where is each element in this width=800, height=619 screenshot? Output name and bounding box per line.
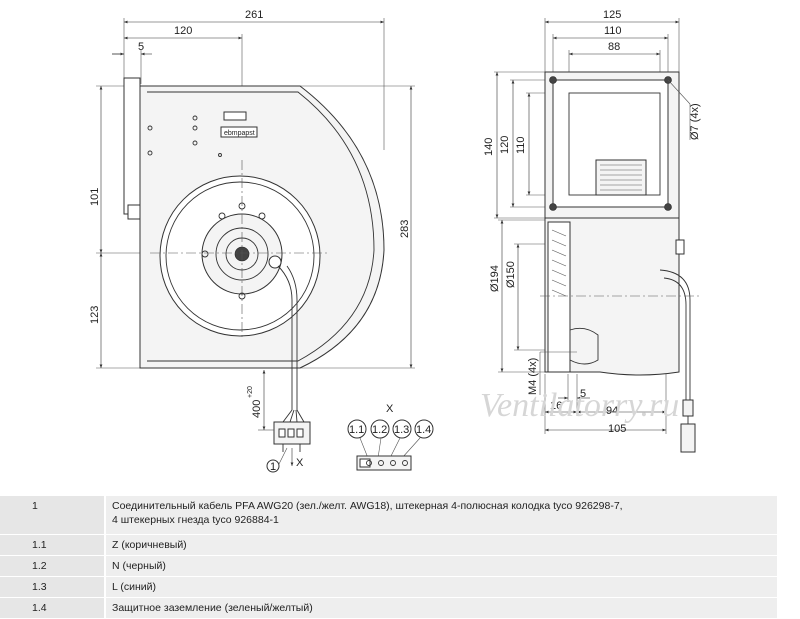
side-plug [680, 423, 696, 453]
dim-120-side: 120 [499, 136, 511, 154]
brand-plate [220, 126, 258, 138]
dim-d150: Ø150 [505, 261, 517, 288]
dim-105: 105 [608, 423, 626, 435]
pin-callout-3: 1.3 [389, 419, 412, 459]
legend-row: 1.1 Z (коричневый) [0, 534, 777, 556]
dim-16: 16 [550, 400, 562, 412]
dim-110-top: 110 [604, 25, 622, 37]
front-view: ebmpapst X [89, 9, 415, 473]
dim-cable-length: 400 [251, 400, 263, 418]
dim-hole-7: Ø7 (4x) [689, 103, 701, 140]
dim-94: 94 [606, 405, 618, 417]
pin-callout-2: 1.2 [370, 419, 390, 459]
watermark: Ventilatorry.ru [480, 387, 679, 424]
dim-cable-tolerance: +20 [247, 386, 254, 398]
legend-key: 1 [0, 496, 106, 535]
legend-value: Соединительный кабель PFA AWG20 (зел./же… [105, 496, 777, 535]
svg-text:1.4: 1.4 [416, 424, 431, 436]
legend-key: 1.1 [0, 534, 106, 556]
connector-view-label: X [386, 403, 394, 415]
dim-261: 261 [245, 9, 263, 21]
legend-table: 1 Соединительный кабель PFA AWG20 (зел./… [0, 496, 777, 619]
dim-101: 101 [89, 188, 101, 206]
callout-bubble [266, 459, 280, 473]
svg-text:1: 1 [270, 461, 276, 473]
dim-d194: Ø194 [489, 265, 501, 292]
legend-row: 1 Соединительный кабель PFA AWG20 (зел./… [0, 496, 777, 535]
legend-value: L (синий) [105, 576, 777, 598]
dim-m4: M4 (4x) [527, 358, 539, 395]
brand-plate-text: ebmpapst [224, 130, 255, 137]
dim-123: 123 [89, 306, 101, 324]
view-arrow-label: X [296, 457, 304, 469]
legend-key: 1.4 [0, 597, 106, 619]
legend-row: 1.3 L (синий) [0, 576, 777, 598]
legend-row: 1.2 N (черный) [0, 555, 777, 577]
dim-283: 283 [399, 220, 411, 238]
dim-5: 5 [138, 41, 144, 53]
legend-value: Z (коричневый) [105, 534, 777, 556]
legend-row: 1.4 Защитное заземление (зеленый/желтый) [0, 597, 777, 619]
dim-88: 88 [608, 41, 620, 53]
dim-5-side: 5 [580, 388, 586, 400]
dim-125: 125 [603, 9, 621, 21]
dimension-drawing: ebmpapst X [89, 9, 701, 473]
svg-text:1.3: 1.3 [394, 424, 409, 436]
svg-text:1.2: 1.2 [372, 424, 387, 436]
dim-140: 140 [483, 138, 495, 156]
pin-callout-1: 1.1 [347, 419, 369, 459]
side-view: 125 110 88 140 120 110 Ø194 Ø150 Ø7 (4x)… [483, 9, 701, 453]
svg-text:1.1: 1.1 [349, 424, 364, 436]
mounting-flange [123, 77, 141, 215]
connection-cable [277, 265, 293, 410]
legend-value: Защитное заземление (зеленый/желтый) [105, 597, 777, 619]
connector-view: X 1.1 1.2 1.3 1.4 [347, 403, 434, 471]
dim-110-side: 110 [515, 136, 527, 154]
side-motor [544, 217, 680, 376]
legend-value: N (черный) [105, 555, 777, 577]
pin-callout-4: 1.4 [401, 419, 434, 459]
dim-120: 120 [174, 25, 192, 37]
legend-key: 1.3 [0, 576, 106, 598]
legend-key: 1.2 [0, 555, 106, 577]
